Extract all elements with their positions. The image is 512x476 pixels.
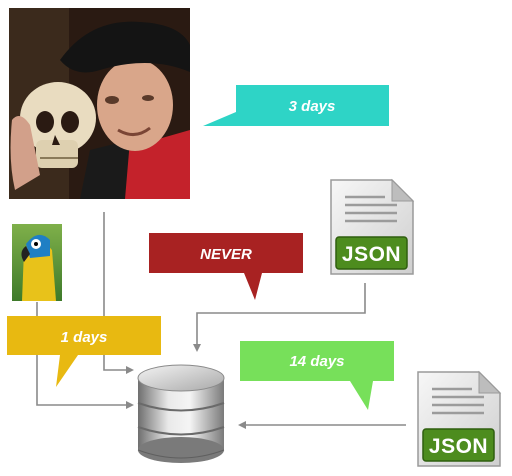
parrot-photo — [12, 224, 62, 301]
json-label-top: JSON — [342, 243, 401, 266]
green-bubble-label: 14 days — [289, 353, 344, 370]
json-label-bottom: JSON — [429, 435, 488, 458]
teal-bubble-label: 3 days — [289, 98, 336, 115]
yellow-bubble-label: 1 days — [61, 329, 108, 346]
red-bubble-label: NEVER — [200, 246, 252, 263]
